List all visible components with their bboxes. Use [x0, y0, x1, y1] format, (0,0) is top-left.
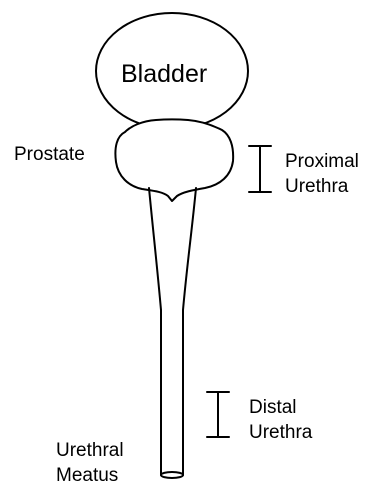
proximal-urethra-label: Proximal Urethra	[285, 149, 359, 199]
urethral-meatus-label: Urethral Meatus	[56, 438, 124, 488]
proximal-urethra-bracket	[249, 146, 271, 192]
bladder-label: Bladder	[121, 62, 207, 87]
proximal-urethra-label-line-1: Proximal	[285, 149, 359, 174]
urethra-tube	[149, 188, 196, 475]
distal-urethra-label: Distal Urethra	[249, 395, 312, 445]
distal-urethra-label-line-2: Urethra	[249, 420, 312, 445]
distal-urethra-bracket	[207, 392, 229, 437]
proximal-urethra-label-line-2: Urethra	[285, 174, 359, 199]
urethral-meatus-label-line-1: Urethral	[56, 438, 124, 463]
urethral-meatus-opening	[161, 472, 183, 478]
distal-urethra-label-line-1: Distal	[249, 395, 312, 420]
prostate-shape	[115, 119, 233, 201]
urethral-meatus-label-line-2: Meatus	[56, 463, 124, 488]
prostate-label: Prostate	[14, 145, 85, 164]
